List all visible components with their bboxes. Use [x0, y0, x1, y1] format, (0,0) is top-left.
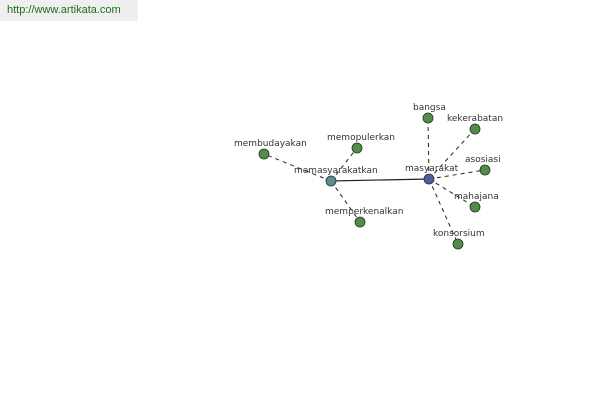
source-url-link[interactable]: http://www.artikata.com — [7, 4, 121, 16]
edge-masyarakat-kekerabatan — [428, 128, 476, 180]
edge-memasyarakatkan-memopulerkan — [330, 147, 358, 182]
edge-masyarakat-konsorsium — [428, 178, 459, 245]
node-konsorsium[interactable] — [452, 238, 464, 250]
node-kekerabatan[interactable] — [469, 123, 481, 135]
node-label-bangsa[interactable]: bangsa — [413, 103, 446, 113]
node-label-membudayakan[interactable]: membudayakan — [234, 139, 307, 149]
graph-nodes — [258, 112, 491, 250]
edge-memasyarakatkan-memperkenalkan — [330, 180, 361, 223]
node-label-memperkenalkan[interactable]: memperkenalkan — [325, 207, 403, 217]
node-mahajana[interactable] — [469, 201, 481, 213]
source-url-bar: http://www.artikata.com — [0, 0, 138, 21]
node-asosiasi[interactable] — [479, 164, 491, 176]
node-label-memopulerkan[interactable]: memopulerkan — [327, 133, 395, 143]
node-label-asosiasi[interactable]: asosiasi — [465, 155, 501, 165]
node-memopulerkan[interactable] — [351, 142, 363, 154]
node-masyarakat[interactable] — [423, 173, 435, 185]
node-memasyarakatkan[interactable] — [325, 175, 337, 187]
node-bangsa[interactable] — [422, 112, 434, 124]
node-memperkenalkan[interactable] — [354, 216, 366, 228]
graph-labels: masyarakat memasyarakatkan bangsakekerabat… — [234, 103, 503, 239]
node-label-kekerabatan[interactable]: kekerabatan — [447, 114, 503, 124]
graph-edges — [263, 117, 486, 245]
node-label-masyarakat[interactable]: masyarakat — [405, 164, 459, 174]
edge-masyarakat-mahajana — [428, 178, 476, 208]
node-membudayakan[interactable] — [258, 148, 270, 160]
edge-memasyarakatkan-masyarakat — [330, 178, 430, 182]
edge-masyarakat-bangsa — [427, 117, 430, 180]
node-label-mahajana[interactable]: mahajana — [454, 192, 499, 202]
node-label-konsorsium[interactable]: konsorsium — [433, 229, 485, 239]
edge-masyarakat-asosiasi — [428, 169, 486, 180]
node-label-memasyarakatkan[interactable]: memasyarakatkan — [294, 166, 378, 176]
